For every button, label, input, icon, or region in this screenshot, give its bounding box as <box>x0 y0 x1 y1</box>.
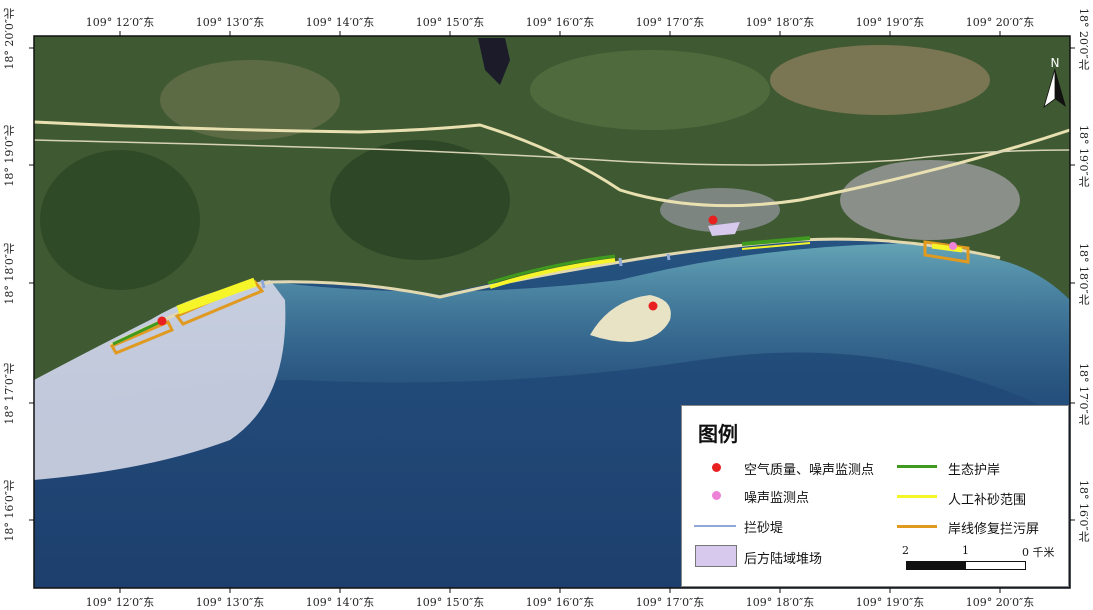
urban-patch <box>840 160 1020 240</box>
coord-top-label: 109° 16′0″东 <box>525 16 595 29</box>
legend-groin-icon <box>694 525 736 527</box>
coord-top-label: 109° 15′0″东 <box>415 16 485 29</box>
sand-groin <box>666 253 671 261</box>
urban-patch <box>660 188 780 232</box>
monitoring-point-air-noise <box>648 301 658 311</box>
hill-patch <box>40 150 200 290</box>
eco-revetment-east <box>741 236 811 246</box>
map-legend: 图例 空气质量、噪声监测点 噪声监测点 拦砂堤 后方陆域堆场 生态护岸 人工补砂… <box>681 405 1069 587</box>
north-arrow-icon: N <box>1043 56 1066 109</box>
legend-label: 人工补砂范围 <box>948 493 1027 508</box>
legend-eco-revetment-icon <box>897 465 937 468</box>
road <box>33 139 1071 166</box>
coord-bottom-label: 109° 12′0″东 <box>85 596 155 609</box>
legend-noise-point-icon <box>712 491 721 500</box>
coord-bottom-label: 109° 20′0″东 <box>965 596 1035 609</box>
coord-left-label: 18° 16′0″北 <box>3 480 16 542</box>
legend-air-noise-point-icon <box>712 463 721 472</box>
legend-label: 岸线修复拦污屏 <box>948 522 1040 537</box>
coord-top-label: 109° 14′0″东 <box>305 16 375 29</box>
legend-sand-nourishment-icon <box>897 495 937 498</box>
storage-yard <box>708 222 740 236</box>
sand-nourishment-west <box>176 277 257 315</box>
coord-left-label: 18° 19′0″北 <box>3 125 16 187</box>
sand-groin <box>260 279 266 289</box>
eco-revetment-mid <box>487 254 616 285</box>
monitoring-point-noise <box>949 242 957 250</box>
hill-patch <box>330 140 510 260</box>
reservoir <box>478 38 510 85</box>
highway <box>33 120 1071 208</box>
coord-top-label: 109° 17′0″东 <box>635 16 705 29</box>
eco-revetment-west <box>112 320 161 346</box>
coord-bottom-label: 109° 13′0″东 <box>195 596 265 609</box>
coord-bottom-label: 109° 18′0″东 <box>745 596 815 609</box>
coord-top-label: 109° 19′0″东 <box>855 16 925 29</box>
scale-bar <box>906 561 1026 570</box>
coord-right-label: 18° 17′0″北 <box>1077 363 1090 425</box>
field-patch <box>770 45 990 115</box>
eco-revetment-east-2 <box>741 242 811 250</box>
map-border <box>33 35 1071 589</box>
tick-marks <box>29 31 1075 593</box>
scale-label: 0 千米 <box>1022 546 1055 559</box>
coord-top-label: 109° 18′0″东 <box>745 16 815 29</box>
coord-bottom-label: 109° 14′0″东 <box>305 596 375 609</box>
legend-title: 图例 <box>698 422 738 446</box>
legend-storage-yard-icon <box>695 545 737 567</box>
coord-top-label: 109° 12′0″东 <box>85 16 155 29</box>
monitoring-point-air-noise <box>708 215 718 225</box>
coord-top-label: 109° 13′0″东 <box>195 16 265 29</box>
field-patch <box>160 60 340 140</box>
coord-right-label: 18° 16′0″北 <box>1077 480 1090 542</box>
legend-label: 拦砂堤 <box>744 521 784 536</box>
legend-label: 噪声监测点 <box>744 491 810 506</box>
coord-left-label: 18° 17′0″北 <box>3 363 16 425</box>
coord-right-label: 18° 19′0″北 <box>1077 125 1090 187</box>
scale-label: 1 <box>962 544 969 557</box>
legend-barrier-icon <box>897 525 937 528</box>
scale-label: 2 <box>902 544 909 557</box>
coord-left-label: 18° 20′0″北 <box>3 8 16 70</box>
barrier-west <box>109 320 175 355</box>
coord-left-label: 18° 18′0″北 <box>3 243 16 305</box>
scale-bar-filled <box>907 562 966 569</box>
coord-right-label: 18° 18′0″北 <box>1077 243 1090 305</box>
sand-nourishment-east <box>931 243 963 253</box>
north-label: N <box>1051 56 1060 70</box>
coord-top-label: 109° 20′0″东 <box>965 16 1035 29</box>
coord-bottom-label: 109° 16′0″东 <box>525 596 595 609</box>
monitoring-point-air-noise <box>157 316 167 326</box>
legend-label: 生态护岸 <box>948 463 1001 478</box>
coord-bottom-label: 109° 15′0″东 <box>415 596 485 609</box>
hill-patch <box>530 50 770 130</box>
sand-groin <box>618 257 623 267</box>
legend-label: 后方陆域堆场 <box>744 552 823 567</box>
coord-bottom-label: 109° 17′0″东 <box>635 596 705 609</box>
legend-label: 空气质量、噪声监测点 <box>744 463 875 478</box>
coord-right-label: 18° 20′0″北 <box>1077 8 1090 70</box>
shallow-water <box>34 243 1070 420</box>
coord-bottom-label: 109° 19′0″东 <box>855 596 925 609</box>
sand-nourishment-mid <box>489 258 616 289</box>
